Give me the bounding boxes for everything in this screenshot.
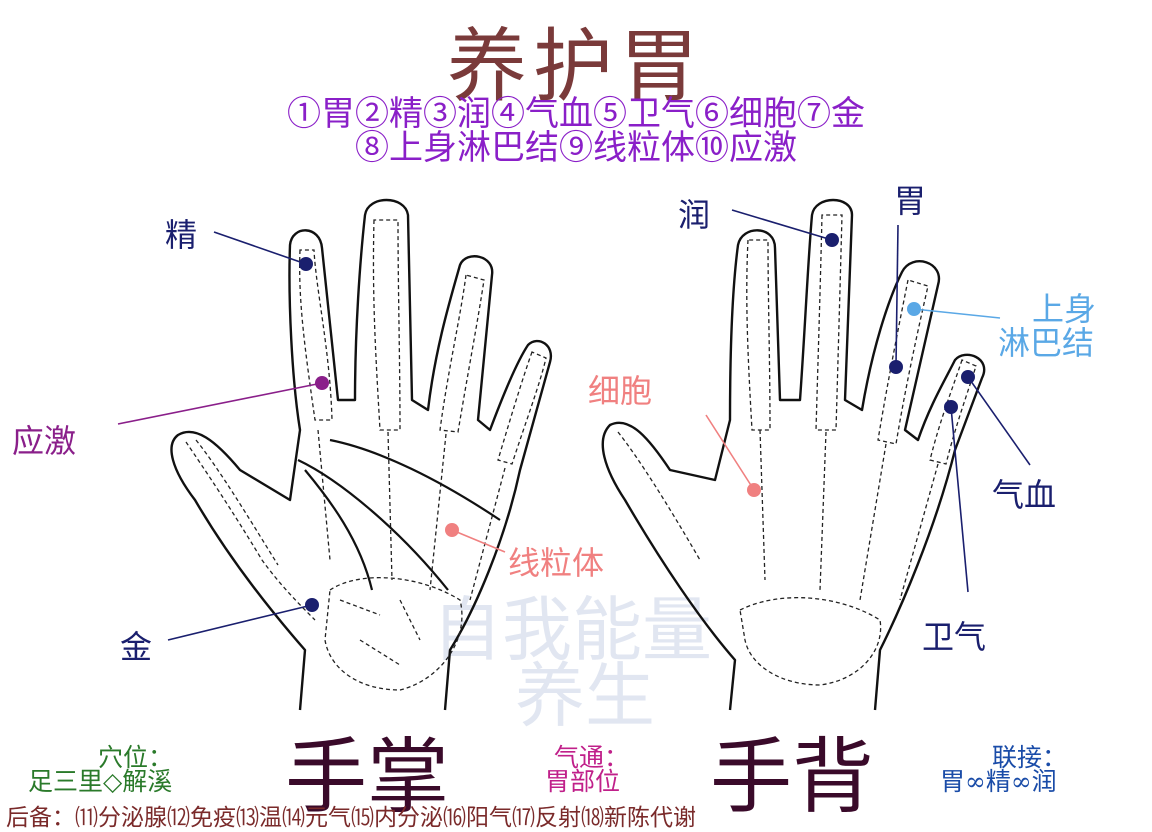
legend-line-1: ①胃②精③润④气血⑤卫气⑥细胞⑦金	[287, 94, 865, 134]
palm-hand-outline	[170, 198, 553, 711]
dot-wei	[889, 360, 903, 374]
leader-xibao	[705, 414, 755, 491]
leader-jing	[213, 231, 307, 265]
backup-line: 后备：⑾分泌腺⑿免疫⒀温⒁元气⒂内分泌⒃阳气⒄反射⒅新陈代谢	[6, 805, 696, 831]
leader-wei	[895, 224, 899, 366]
dot-run	[825, 233, 839, 247]
watermark-line-2: 养生	[515, 655, 655, 737]
label-qixue: 气血	[992, 476, 1057, 514]
label-jing: 精	[165, 216, 198, 254]
label-shangshen-line2: 淋巴结	[998, 324, 1095, 362]
dot-xibao	[747, 483, 761, 497]
label-run: 润	[678, 196, 711, 234]
palm-bone-sketch	[185, 219, 547, 691]
page-title: 养护胃	[447, 20, 705, 113]
back-bone-sketch	[617, 214, 977, 686]
dot-jing	[299, 257, 313, 271]
leader-run	[731, 209, 833, 241]
link-value: 胃∞精∞润	[940, 767, 1057, 796]
palm-creases	[297, 438, 501, 591]
leader-lines	[117, 209, 1031, 641]
palm-title: 手掌	[285, 730, 450, 825]
label-yingji: 应激	[12, 422, 77, 460]
leader-jin	[167, 604, 313, 641]
leader-qixue	[967, 376, 1031, 466]
acupoint-value: 足三里◇解溪	[28, 767, 173, 796]
back-hand-outline	[601, 198, 986, 711]
acupoint-label: 穴位：	[98, 743, 174, 772]
dot-xianliti	[445, 523, 459, 537]
watermark-line-1: 自我能量	[432, 589, 712, 671]
back-title: 手背	[710, 730, 875, 825]
leader-weiqi	[950, 406, 969, 593]
label-shangshen-line1: 上身	[1032, 290, 1097, 328]
dot-yingji	[315, 376, 329, 390]
leader-shangshen	[913, 308, 1001, 319]
qitong-value: 胃部位	[545, 767, 621, 796]
dot-weiqi	[944, 400, 958, 414]
label-jin: 金	[120, 628, 153, 666]
label-weiqi: 卫气	[922, 618, 987, 656]
label-xianliti: 线粒体	[508, 544, 605, 582]
qitong-label: 气通：	[554, 743, 630, 772]
leader-xianliti	[451, 529, 506, 553]
dot-shangshen	[907, 302, 921, 316]
label-xibao: 细胞	[588, 372, 653, 410]
leader-yingji	[117, 382, 323, 425]
acupoint-dots	[299, 233, 975, 612]
label-wei: 胃	[894, 182, 927, 220]
legend-line-2: ⑧上身淋巴结⑨线粒体⑩应激	[355, 128, 797, 168]
link-label: 联接：	[992, 743, 1068, 772]
dot-jin	[305, 598, 319, 612]
dot-qixue	[961, 370, 975, 384]
